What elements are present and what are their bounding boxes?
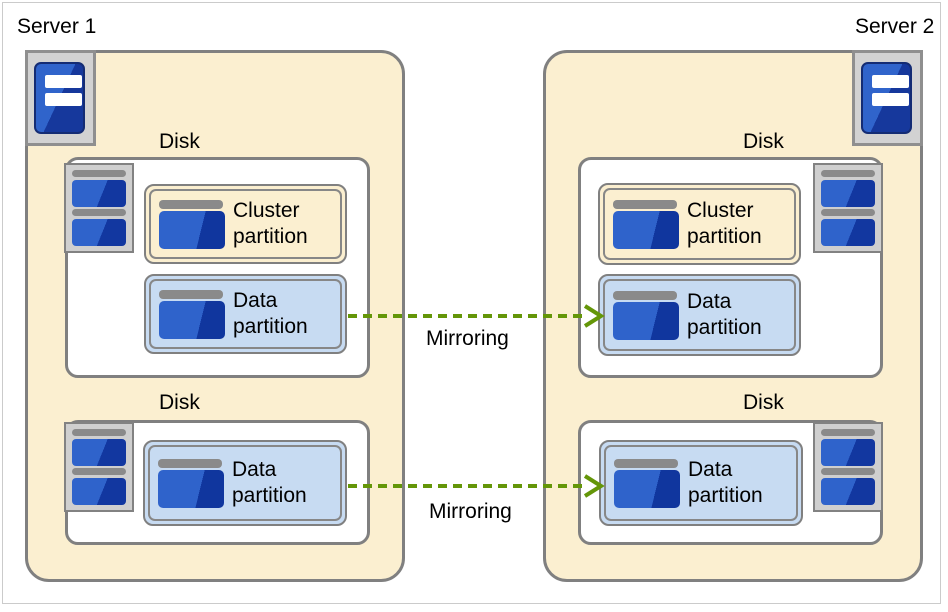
drive-icon [159, 199, 225, 249]
cluster-partition: Cluster partition [144, 184, 347, 264]
disk-label: Disk [743, 130, 784, 153]
mirroring-label: Mirroring [426, 327, 509, 350]
server-slot [872, 93, 909, 106]
tower-server-icon [25, 50, 96, 146]
tower-server-icon [852, 50, 923, 146]
partition-label: Cluster partition [687, 199, 762, 248]
server1-label: Server 1 [17, 15, 97, 38]
data-partition: Data partition [599, 440, 803, 526]
partition-label: Data partition [232, 458, 307, 507]
disk-label: Disk [743, 391, 784, 414]
partition-label: Data partition [233, 289, 308, 338]
partition-label: Data partition [688, 458, 763, 507]
dual-hard-drive-icon [64, 163, 134, 253]
drive-icon [613, 290, 679, 340]
server-slot [45, 75, 82, 88]
partition-label: Cluster partition [233, 199, 308, 248]
dual-hard-drive-icon [813, 422, 883, 512]
server-tower [34, 62, 85, 134]
drive-icon [614, 458, 680, 508]
data-partition: Data partition [598, 274, 801, 356]
dual-hard-drive-icon [64, 422, 134, 512]
server-tower [861, 62, 912, 134]
server-slot [872, 75, 909, 88]
disk-label: Disk [159, 391, 200, 414]
server-slot [45, 93, 82, 106]
drive-icon [613, 199, 679, 249]
server2-label: Server 2 [855, 15, 935, 38]
dual-hard-drive-icon [813, 163, 883, 253]
disk-label: Disk [159, 130, 200, 153]
data-partition: Data partition [144, 274, 347, 354]
drive-icon [159, 289, 225, 339]
cluster-partition: Cluster partition [598, 183, 801, 265]
partition-label: Data partition [687, 290, 762, 339]
mirroring-label: Mirroring [429, 500, 512, 523]
drive-icon [158, 458, 224, 508]
data-partition: Data partition [143, 440, 347, 526]
